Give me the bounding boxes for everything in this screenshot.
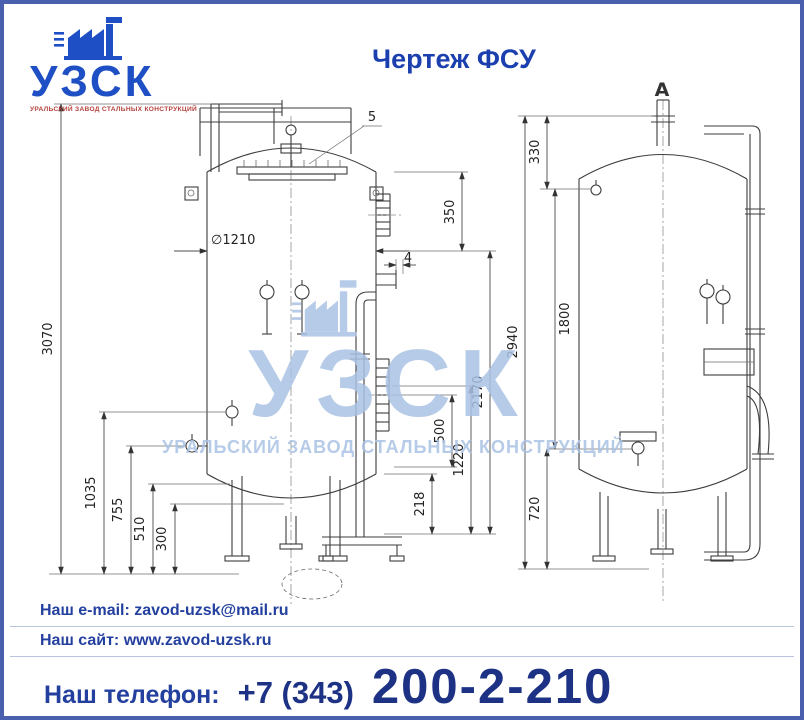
divider-line: [10, 656, 794, 657]
logo-tagline: УРАЛЬСКИЙ ЗАВОД СТАЛЬНЫХ КОНСТРУКЦИЙ: [30, 106, 198, 113]
dim-diameter-label: ∅1210: [211, 233, 255, 248]
phone-area-code: +7 (343): [237, 675, 354, 710]
dim-2940-label: 2940: [506, 325, 521, 358]
dim-755-label: 755: [111, 498, 126, 523]
dim-1220-label: 1220: [452, 443, 467, 476]
divider-line: [10, 626, 794, 627]
side-view-dimensions: А 2940 330 1800 720: [506, 79, 670, 570]
dim-330-label: 330: [528, 140, 543, 165]
dim-3070-label: 3070: [41, 322, 56, 355]
site-row: Наш сайт: www.zavod-uzsk.ru: [40, 632, 272, 650]
dim-300-label: 300: [155, 527, 170, 552]
site-link[interactable]: www.zavod-uzsk.ru: [123, 632, 272, 649]
dim-350-label: 350: [443, 200, 458, 225]
view-a-label: А: [655, 79, 670, 101]
dim-1035-label: 1035: [84, 476, 99, 509]
side-view-vessel: [578, 99, 774, 604]
phone-number: 200-2-210: [371, 660, 614, 714]
phone-label: Наш телефон:: [44, 681, 220, 709]
dim-510-label: 510: [133, 517, 148, 542]
dim-720-label: 720: [528, 497, 543, 522]
dim-callout-5-label: 5: [368, 110, 376, 125]
email-link[interactable]: zavod-uzsk@mail.ru: [134, 602, 289, 619]
company-logo: УЗСК УРАЛЬСКИЙ ЗАВОД СТАЛЬНЫХ КОНСТРУКЦИ…: [30, 14, 200, 113]
site-label: Наш сайт:: [40, 632, 120, 649]
email-label: Наш e-mail:: [40, 602, 130, 619]
logo-name: УЗСК: [30, 57, 155, 106]
front-view-dimensions: 5 ∅1210 3070 1035 755 510 300 350 4 500 …: [41, 103, 496, 575]
dim-1800-label: 1800: [558, 302, 573, 335]
dim-218-label: 218: [413, 492, 428, 517]
front-view-vessel: [184, 100, 405, 604]
email-row: Наш e-mail: zavod-uzsk@mail.ru: [40, 602, 289, 620]
dim-2170-label: 2170: [471, 375, 486, 408]
dim-500-label: 500: [433, 419, 448, 444]
factory-icon: [54, 17, 122, 60]
technical-drawing: 5 ∅1210 3070 1035 755 510 300 350 4 500 …: [41, 79, 774, 604]
dim-4-label: 4: [404, 251, 412, 266]
phone-row: Наш телефон: +7 (343) 200-2-210: [44, 659, 613, 715]
page-title: Чертеж ФСУ: [372, 44, 536, 74]
